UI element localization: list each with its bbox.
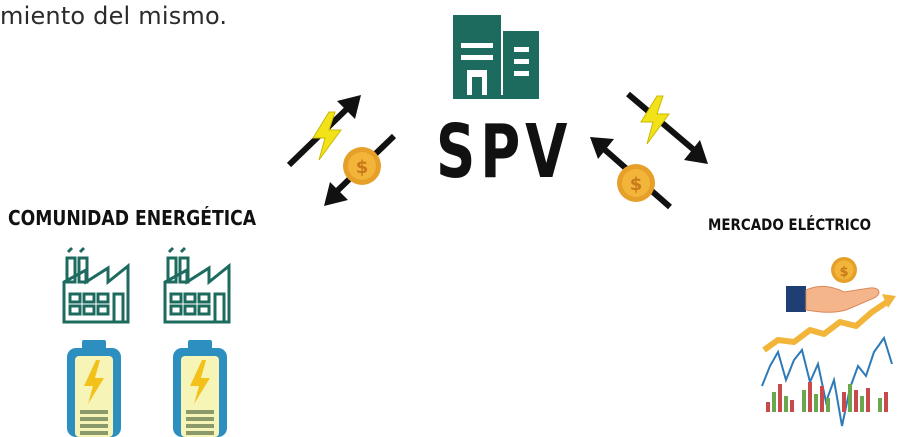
lightning-icon xyxy=(312,111,342,161)
mercado-label: MERCADO ELÉCTRICO xyxy=(708,215,872,234)
svg-text:$: $ xyxy=(630,174,643,195)
factory-icon xyxy=(62,246,130,324)
body-text-fragment: miento del mismo. xyxy=(0,2,228,30)
coin-icon: $ xyxy=(343,147,381,185)
svg-text:$: $ xyxy=(839,265,848,280)
market-chart-icon xyxy=(761,294,896,427)
lightning-icon xyxy=(640,95,670,145)
comunidad-label: COMUNIDAD ENERGÉTICA xyxy=(8,206,257,230)
building-icon xyxy=(453,15,539,99)
spv-label: SPV xyxy=(436,109,573,195)
coin-icon: $ xyxy=(617,164,655,202)
factory-icon xyxy=(163,246,231,324)
battery-icon xyxy=(173,340,227,437)
hand-coin-icon: $ xyxy=(786,257,880,313)
svg-text:$: $ xyxy=(356,157,369,178)
battery-icon xyxy=(67,340,121,437)
